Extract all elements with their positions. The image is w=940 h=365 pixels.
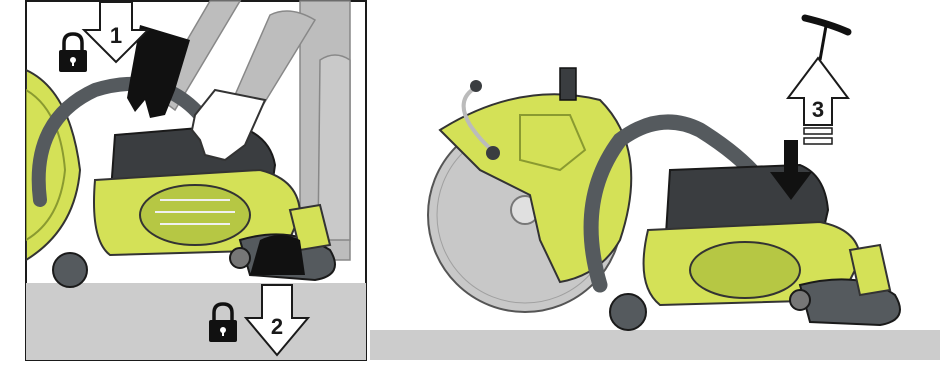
left-black-glove bbox=[127, 25, 190, 118]
left-saw-wheel bbox=[52, 252, 88, 288]
right-saw-blade-guard bbox=[438, 93, 633, 284]
left-white-glove bbox=[190, 88, 267, 162]
arrow-down-icon: 1 bbox=[81, 1, 151, 64]
arrow-down-icon: 2 bbox=[243, 284, 311, 357]
right-saw-cover bbox=[689, 241, 801, 299]
step-3-label: 3 bbox=[812, 97, 824, 122]
right-water-hose bbox=[461, 86, 494, 152]
t-handle-tool bbox=[801, 14, 852, 61]
left-saw-cover bbox=[139, 184, 251, 246]
floor bbox=[370, 330, 940, 360]
lock-icon bbox=[59, 32, 87, 72]
right-panel: 3 bbox=[370, 14, 940, 360]
left-boot bbox=[250, 235, 305, 275]
left-panel: 1 2 bbox=[25, 0, 367, 361]
floor bbox=[26, 283, 366, 360]
step-2-label: 2 bbox=[271, 314, 283, 339]
right-saw-wheel bbox=[609, 293, 647, 331]
right-saw-front-handle bbox=[583, 114, 768, 293]
arrow-down-icon bbox=[770, 140, 812, 200]
lock-icon bbox=[209, 302, 237, 342]
step-1-label: 1 bbox=[110, 23, 122, 48]
arrow-up-icon: 3 bbox=[786, 56, 850, 145]
